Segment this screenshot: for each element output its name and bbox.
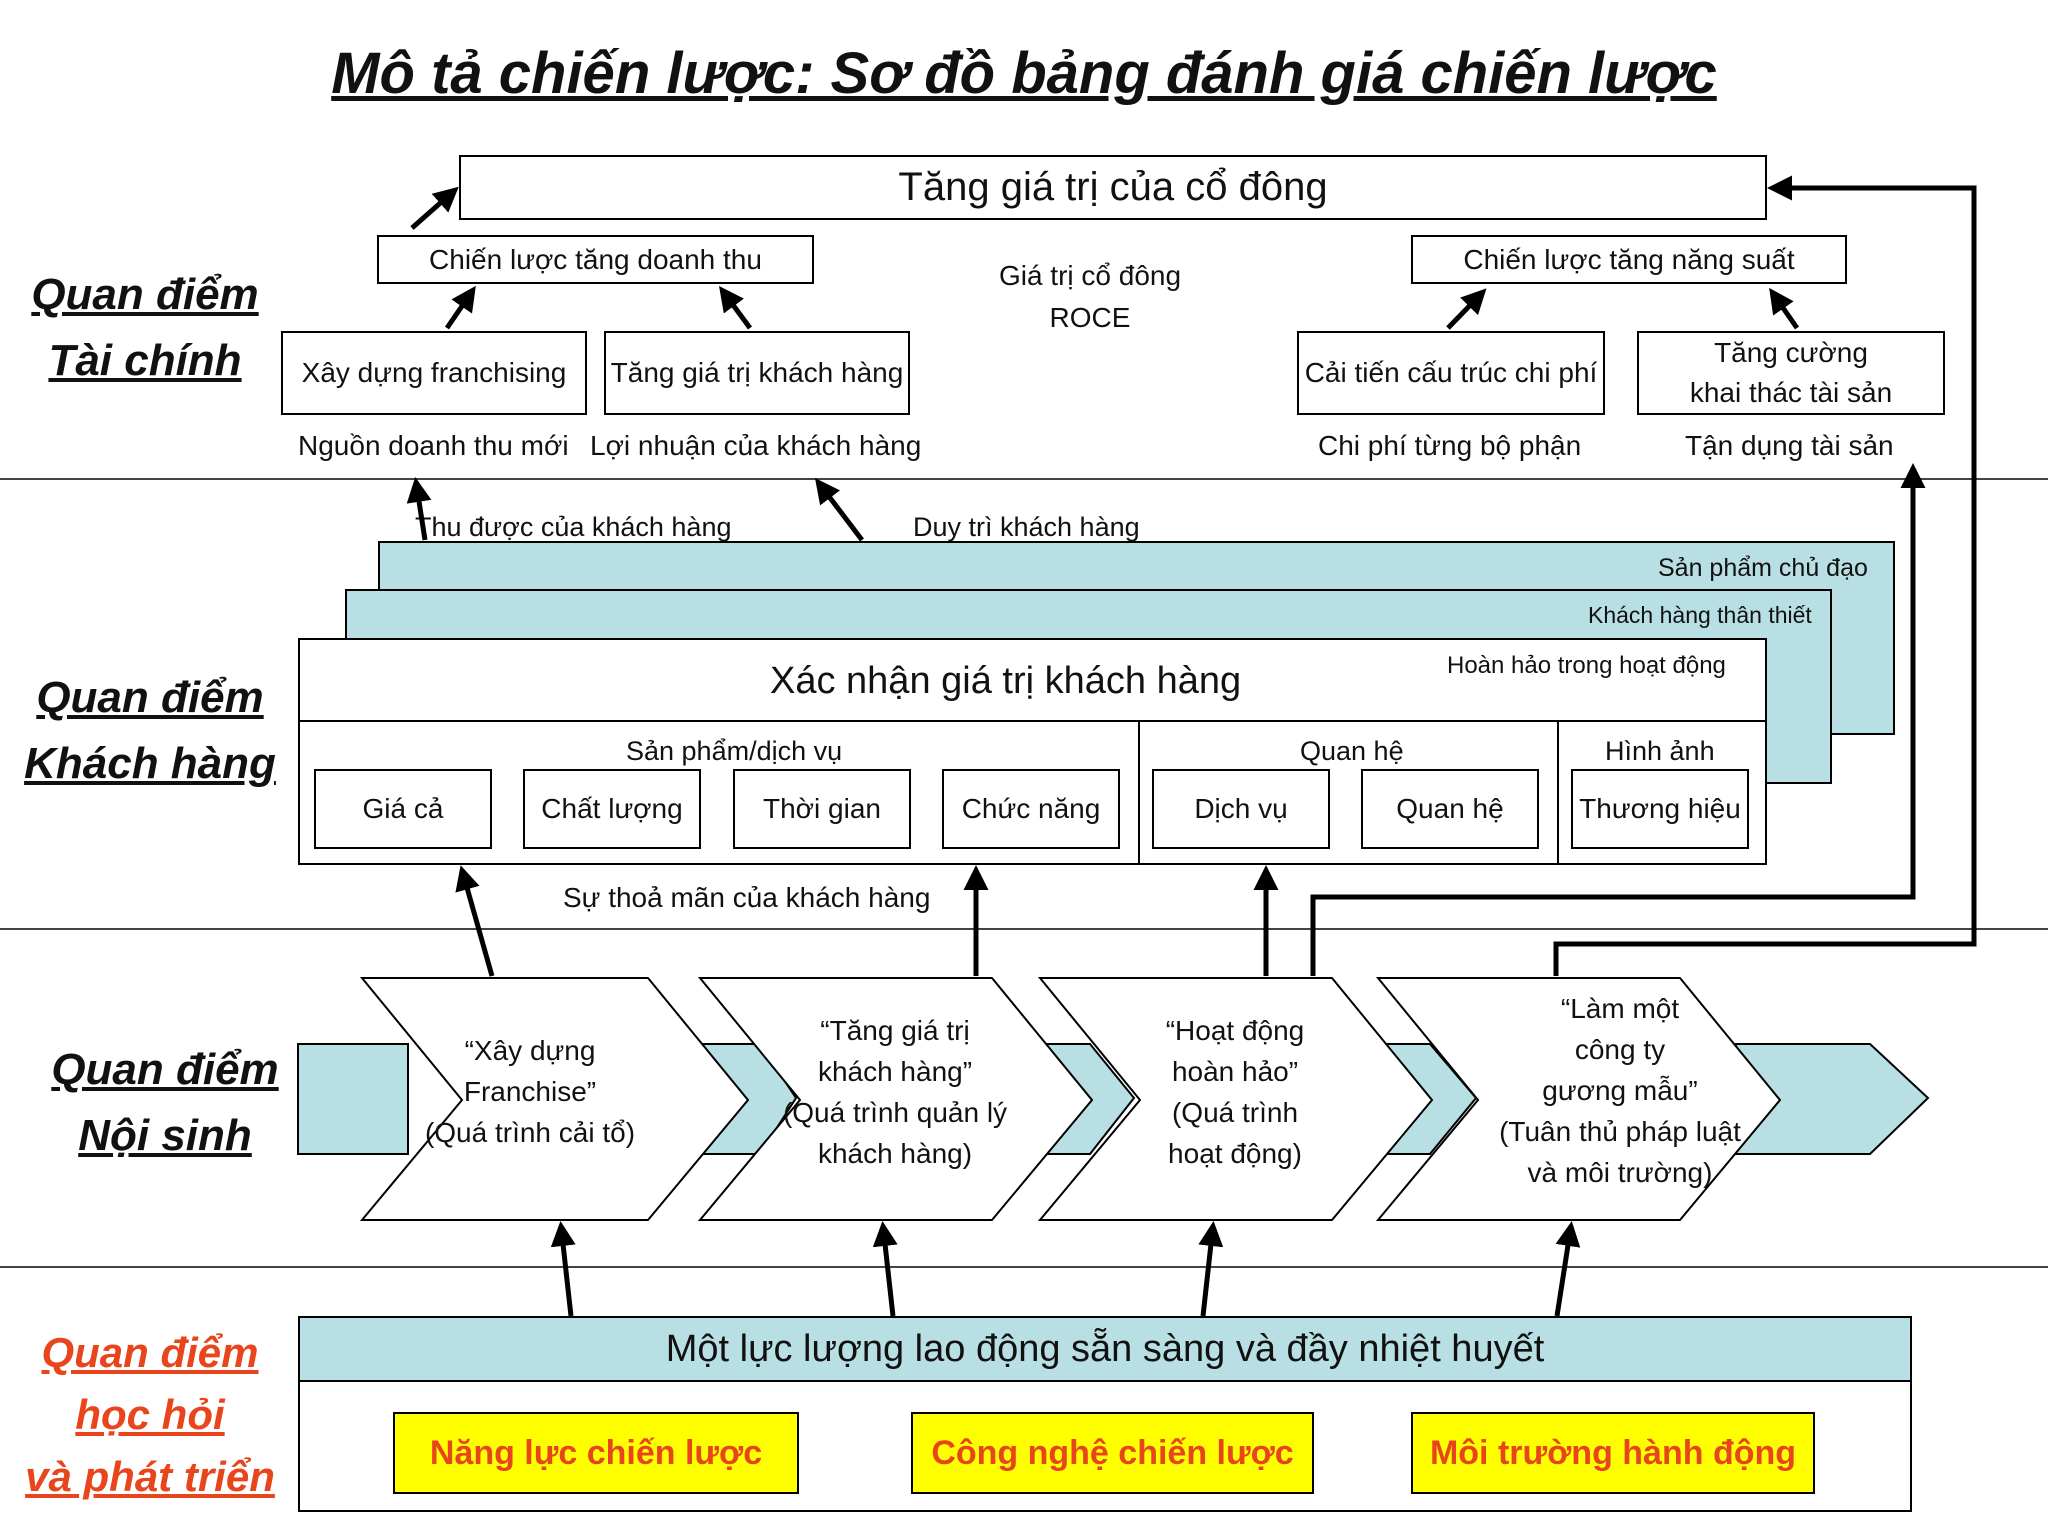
acquisition-label: Thu được của khách hàng bbox=[415, 512, 732, 542]
separator-customer-internal bbox=[0, 928, 2048, 930]
chevron-2 bbox=[697, 977, 1094, 1221]
chevron-3-text: (Quá trình bbox=[1172, 1097, 1298, 1128]
capability-strategic: Năng lực chiến lược bbox=[393, 1412, 799, 1494]
attr-quality: Chất lượng bbox=[523, 769, 701, 849]
chevron-4-text: “Làm một bbox=[1561, 993, 1679, 1024]
chevron-3-text: hoàn hảo” bbox=[1172, 1056, 1298, 1087]
chevron-3 bbox=[1037, 977, 1434, 1221]
measure-new-revenue: Nguồn doanh thu mới bbox=[298, 430, 569, 461]
panel-divider bbox=[300, 720, 1765, 722]
chevron-2-text: khách hàng” bbox=[818, 1056, 972, 1087]
customer-value-title: Xác nhận giá trị khách hàng bbox=[770, 660, 1242, 702]
chevron-2-text: “Tăng giá trị bbox=[820, 1015, 969, 1046]
chevron-4 bbox=[1375, 977, 1782, 1221]
group-divider-2 bbox=[1557, 720, 1559, 865]
measure-asset-use: Tận dụng tài sản bbox=[1685, 430, 1894, 461]
franchising-box: Xây dựng franchising bbox=[281, 331, 587, 415]
chevron-3-text: hoạt động) bbox=[1168, 1138, 1302, 1169]
chevron-4-text: công ty bbox=[1575, 1034, 1665, 1065]
layer-mid-label: Khách hàng thân thiết bbox=[1588, 602, 1812, 628]
layer-back-label: Sản phẩm chủ đạo bbox=[1658, 554, 1868, 582]
chevron-4-text: và môi trường) bbox=[1528, 1157, 1713, 1188]
attr-relationship: Quan hệ bbox=[1361, 769, 1539, 849]
chevron-2-text: (Quá trình quản lý bbox=[783, 1097, 1007, 1128]
customer-value-box: Tăng giá trị khách hàng bbox=[604, 331, 910, 415]
group-product-label: Sản phẩm/dịch vụ bbox=[626, 736, 843, 766]
workforce-band: Một lực lượng lao động sẵn sàng và đầy n… bbox=[300, 1318, 1910, 1382]
chevron-4-text: gương mẫu” bbox=[1542, 1075, 1697, 1106]
chevron-1-text: “Xây dựng bbox=[465, 1035, 596, 1066]
revenue-strategy-box: Chiến lược tăng doanh thu bbox=[377, 235, 814, 284]
separator-financial-customer bbox=[0, 478, 2048, 480]
chevron-3-text: “Hoạt động bbox=[1166, 1015, 1305, 1046]
separator-internal-learning bbox=[0, 1266, 2048, 1268]
layer-front-label: Hoàn hảo trong hoạt động bbox=[1447, 652, 1726, 679]
measure-unit-cost: Chi phí từng bộ phận bbox=[1318, 430, 1582, 461]
top-goal-box: Tăng giá trị của cổ đông bbox=[459, 155, 1767, 220]
chevron-2-text: khách hàng) bbox=[818, 1138, 972, 1169]
group-relation-label: Quan hệ bbox=[1300, 736, 1404, 766]
feedback-connectors bbox=[1310, 175, 1977, 976]
page-title: Mô tả chiến lược: Sơ đồ bảng đánh giá ch… bbox=[331, 41, 1717, 106]
measure-customer-profit: Lợi nhuận của khách hàng bbox=[590, 430, 922, 461]
attr-time: Thời gian bbox=[733, 769, 911, 849]
satisfaction-label: Sự thoả mãn của khách hàng bbox=[563, 882, 931, 913]
group-image-label: Hình ảnh bbox=[1605, 736, 1715, 766]
chevrons bbox=[359, 977, 1782, 1221]
chevron-4-text: (Tuân thủ pháp luật bbox=[1499, 1116, 1741, 1147]
cost-structure-box: Cải tiến cấu trúc chi phí bbox=[1297, 331, 1605, 415]
capability-technology: Công nghệ chiến lược bbox=[911, 1412, 1314, 1494]
learning-arrows bbox=[550, 1221, 1581, 1317]
retention-label: Duy trì khách hàng bbox=[913, 512, 1140, 542]
financial-arrows bbox=[406, 186, 1800, 542]
attr-price: Giá cả bbox=[314, 769, 492, 849]
attr-service: Dịch vụ bbox=[1152, 769, 1330, 849]
chevron-1-text: Franchise” bbox=[464, 1076, 596, 1107]
group-divider-1 bbox=[1138, 720, 1140, 865]
productivity-strategy-box: Chiến lược tăng năng suất bbox=[1411, 235, 1847, 284]
chevron-1-text: (Quá trình cải tổ) bbox=[425, 1117, 635, 1148]
chevron-1 bbox=[359, 977, 750, 1221]
internal-arrows bbox=[455, 865, 1279, 977]
attr-brand: Thương hiệu bbox=[1571, 769, 1749, 849]
capability-environment: Môi trường hành động bbox=[1411, 1412, 1815, 1494]
attr-function: Chức năng bbox=[942, 769, 1120, 849]
